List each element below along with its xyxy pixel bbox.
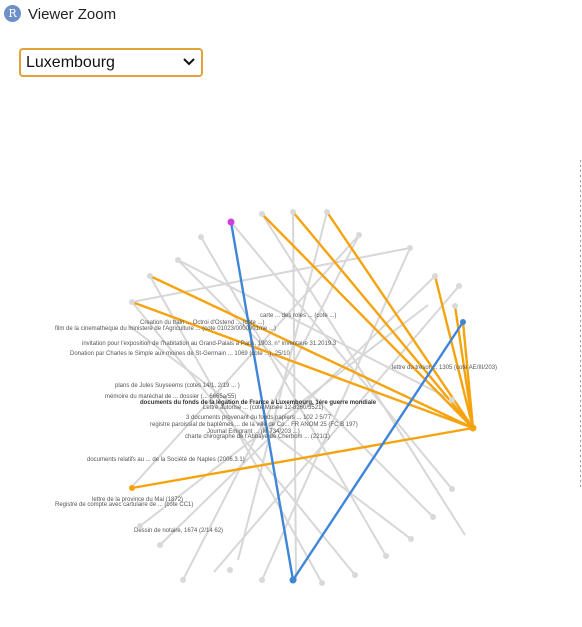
graph-label: charte chirographe de l'Abbaye de Cherbo… (185, 434, 330, 440)
graph-node[interactable] (460, 319, 466, 325)
country-select-value: Luxembourg (26, 54, 115, 71)
graph-node[interactable] (259, 577, 265, 583)
graph-node-hub-blue[interactable] (289, 576, 297, 584)
graph-label: lettre de la province du Mai (1872) (92, 497, 183, 503)
page-title: Viewer Zoom (28, 6, 117, 23)
network-graph[interactable]: carte ... des roles ... (cote ...) Creat… (0, 150, 582, 610)
graph-label: Creation du train ... Octroi d'Ostend ..… (140, 320, 265, 326)
graph-node-hub-orange[interactable] (469, 424, 477, 432)
graph-node[interactable] (129, 299, 135, 305)
graph-label: plans de Jules Suyseems (cotes 14/1, 2/1… (115, 383, 240, 389)
graph-label: registre paroissial de baptêmes ... de l… (150, 422, 358, 428)
graph-labels: carte ... des roles ... (cote ...) Creat… (55, 313, 497, 534)
grey-edges (127, 211, 466, 584)
chevron-down-icon[interactable] (183, 58, 195, 66)
graph-label: lettre du trésor ... 1305 (cote AE/III/2… (392, 365, 497, 371)
country-select[interactable]: Luxembourg (19, 48, 203, 77)
graph-node[interactable] (198, 234, 204, 240)
graph-label: Dessin de notaire, 1674 (2/14 62) (134, 528, 223, 534)
graph-node[interactable] (408, 536, 414, 542)
graph-label: 3 documents provenant du fonds papiers .… (186, 415, 332, 421)
graph-label: documents relatifs au ... de la Société … (87, 457, 245, 463)
r-logo-icon: R (4, 5, 21, 22)
graph-label: Journal Emigrant ... (M 734/203 ...) (207, 429, 300, 435)
graph-label: documents du fonds de la légation de Fra… (140, 400, 377, 406)
graph-nodes (129, 209, 477, 586)
graph-label: invitation pour l'exposition de l'habita… (82, 341, 337, 347)
graph-node-selected[interactable] (227, 218, 235, 226)
graph-label: Registre de compte avec cartulaire de ..… (55, 502, 193, 508)
scrollbar[interactable] (579, 160, 582, 490)
graph-node[interactable] (227, 567, 233, 573)
graph-node[interactable] (456, 283, 462, 289)
graph-node[interactable] (430, 514, 436, 520)
graph-node[interactable] (180, 577, 186, 583)
graph-node[interactable] (407, 245, 413, 251)
graph-label: film de la cinematheque du ministere de … (55, 326, 276, 332)
graph-node[interactable] (129, 485, 135, 491)
graph-node[interactable] (432, 273, 438, 279)
graph-node[interactable] (449, 397, 455, 403)
graph-node[interactable] (259, 211, 265, 217)
graph-node[interactable] (319, 580, 325, 586)
graph-node[interactable] (449, 486, 455, 492)
graph-node[interactable] (290, 209, 296, 215)
graph-label: carte ... des roles ... (cote ...) (260, 313, 336, 319)
graph-node[interactable] (324, 209, 330, 215)
graph-node[interactable] (157, 542, 163, 548)
graph-node[interactable] (175, 257, 181, 263)
graph-node[interactable] (137, 523, 143, 529)
orange-edges (131, 211, 475, 490)
graph-node[interactable] (147, 273, 153, 279)
graph-label: mémoire du maréchal de ... dossier (... … (105, 394, 236, 400)
graph-node[interactable] (383, 553, 389, 559)
viewer-header: R Viewer Zoom (0, 0, 582, 30)
blue-edges (229, 221, 465, 581)
graph-label: Lettre autorisé ... (cote Musee 12-8260/… (203, 405, 323, 411)
graph-node[interactable] (452, 303, 458, 309)
graph-node[interactable] (352, 572, 358, 578)
graph-label: Donation par Charles le Simple aux moine… (70, 351, 290, 357)
graph-node[interactable] (356, 232, 362, 238)
